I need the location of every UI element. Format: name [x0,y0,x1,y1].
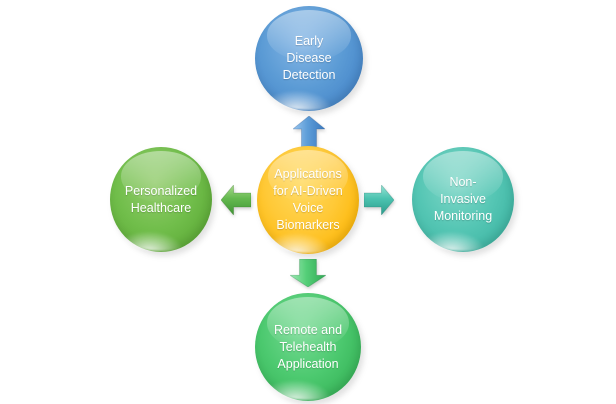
left-arrow-icon [221,185,251,215]
node-center-applications-ai-voice-biomarkers: Applications for AI-Driven Voice Biomark… [257,146,359,254]
node-non-invasive-monitoring-label: Non- Invasive Monitoring [433,175,493,223]
down-arrow-icon [290,259,326,287]
node-personalized-healthcare-label: Personalized Healthcare [124,183,198,215]
node-center-label: Applications for AI-Driven Voice Biomark… [273,167,343,232]
node-early-disease-detection: Early Disease Detection [255,6,363,111]
node-personalized-healthcare: Personalized Healthcare [110,147,212,252]
node-remote-telehealth-application-label: Remote and Telehealth Application [273,322,343,371]
node-remote-telehealth-application: Remote and Telehealth Application [255,293,361,401]
node-non-invasive-monitoring: Non- Invasive Monitoring [412,147,514,252]
right-arrow-icon [364,185,394,215]
up-arrow-icon [293,116,325,147]
node-early-disease-detection-label: Early Disease Detection [282,34,336,82]
